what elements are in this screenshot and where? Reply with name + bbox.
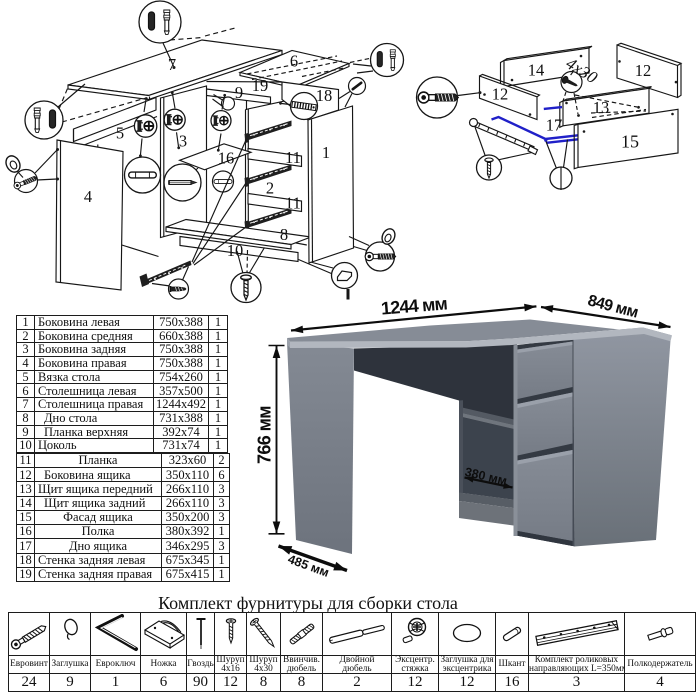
svg-text:9: 9 bbox=[235, 83, 243, 102]
svg-text:15: 15 bbox=[621, 132, 639, 152]
svg-text:1: 1 bbox=[322, 143, 330, 162]
svg-text:3: 3 bbox=[179, 132, 187, 151]
svg-text:19: 19 bbox=[252, 76, 269, 95]
svg-text:6: 6 bbox=[290, 52, 298, 71]
svg-text:1244 мм: 1244 мм bbox=[380, 293, 448, 318]
svg-text:17: 17 bbox=[546, 116, 563, 135]
svg-text:12: 12 bbox=[635, 61, 652, 80]
svg-text:13: 13 bbox=[593, 98, 610, 117]
svg-text:16: 16 bbox=[218, 149, 235, 168]
svg-text:7: 7 bbox=[168, 55, 176, 74]
svg-text:8: 8 bbox=[280, 225, 288, 244]
svg-text:10: 10 bbox=[227, 241, 244, 260]
svg-text:18: 18 bbox=[316, 86, 333, 105]
svg-text:12: 12 bbox=[492, 85, 509, 104]
svg-text:4: 4 bbox=[84, 187, 92, 206]
svg-text:11: 11 bbox=[285, 194, 301, 213]
svg-text:5: 5 bbox=[116, 124, 124, 143]
svg-text:766 мм: 766 мм bbox=[255, 406, 275, 464]
svg-text:14: 14 bbox=[528, 61, 545, 80]
svg-text:11: 11 bbox=[285, 148, 301, 167]
svg-text:2: 2 bbox=[266, 179, 274, 198]
